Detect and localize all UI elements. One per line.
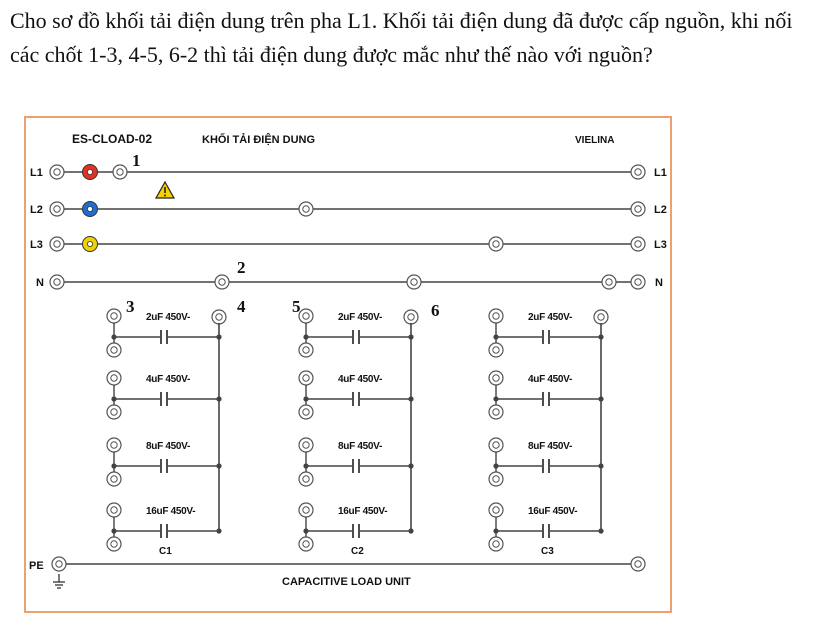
capacitor-banks: 2uF 450V-4uF 450V-8uF 450V-16uF 450V-C12… <box>113 312 602 557</box>
panel-model: ES-CLOAD-02 <box>72 132 152 146</box>
rail-label-L1-left: L1 <box>30 167 43 179</box>
bank-name-c2: C2 <box>351 546 364 557</box>
bank-c2-cap1-lower-terminal[interactable] <box>298 342 314 358</box>
bank-name-c3: C3 <box>541 546 554 557</box>
bank-c1-cap2-lower-terminal[interactable] <box>106 404 122 420</box>
bank-c2-cap3-upper-terminal[interactable] <box>298 437 314 453</box>
rail-label-L2-left: L2 <box>30 204 43 216</box>
rail-label-L1-right: L1 <box>654 167 667 179</box>
bank-c3-top-right-terminal[interactable] <box>593 309 609 325</box>
bank-c2-cap2-upper-terminal[interactable] <box>298 370 314 386</box>
capacitor-rating: 4uF 450V- <box>528 374 572 385</box>
bank-c2-cap4-lower-terminal[interactable] <box>298 536 314 552</box>
rail-label-PE: PE <box>29 560 44 572</box>
rail-N-mid-terminal[interactable] <box>406 274 422 290</box>
rail-label-L3-right: L3 <box>654 239 667 251</box>
rail-L2-right-terminal[interactable] <box>630 201 646 217</box>
rail-label-L2-right: L2 <box>654 204 667 216</box>
panel-footer: CAPACITIVE LOAD UNIT <box>282 576 411 588</box>
pin-2-terminal[interactable] <box>214 274 230 290</box>
panel-brand: VIELINA <box>575 135 614 146</box>
pin-5-terminal[interactable] <box>298 308 314 324</box>
rail-label-L3-left: L3 <box>30 239 43 251</box>
rail-L3-mid-terminal[interactable] <box>488 236 504 252</box>
capacitor-bank-c1: 2uF 450V- 4uF 450V- 8uF 450V- 16uF 450V- C1 <box>113 312 220 557</box>
rail-N-extra-terminal[interactable] <box>601 274 617 290</box>
rail-label-N-right: N <box>655 277 663 289</box>
rail-L3-right-terminal[interactable] <box>630 236 646 252</box>
rail-L3-left-terminal[interactable] <box>49 236 65 252</box>
bank-c3-cap4-upper-terminal[interactable] <box>488 502 504 518</box>
capacitor-rating: 2uF 450V- <box>146 312 190 323</box>
rail-L2-mid-terminal[interactable] <box>298 201 314 217</box>
rail-N-left-terminal[interactable] <box>49 274 65 290</box>
pin-label-3: 3 <box>126 297 135 316</box>
bank-c1-cap4-lower-terminal[interactable] <box>106 536 122 552</box>
bank-c3-cap2-upper-terminal[interactable] <box>488 370 504 386</box>
capacitor-rating: 16uF 450V- <box>528 506 577 517</box>
pin-3-terminal[interactable] <box>106 308 122 324</box>
bank-c3-cap3-lower-terminal[interactable] <box>488 471 504 487</box>
rail-L2-color-terminal[interactable] <box>82 201 98 217</box>
rail-PE-right-terminal[interactable] <box>630 556 646 572</box>
warning-triangle-icon <box>154 180 176 199</box>
capacitive-load-panel: ES-CLOAD-02 KHỐI TẢI ĐIỆN DUNG VIELINA C… <box>24 116 672 613</box>
pin-6-terminal[interactable] <box>403 309 419 325</box>
bank-c1-cap1-lower-terminal[interactable] <box>106 342 122 358</box>
rail-N-right-terminal[interactable] <box>630 274 646 290</box>
capacitor-rating: 4uF 450V- <box>146 374 190 385</box>
pin-label-1: 1 <box>132 151 141 170</box>
capacitor-rating: 8uF 450V- <box>146 441 190 452</box>
bank-c2-cap4-upper-terminal[interactable] <box>298 502 314 518</box>
panel-name: KHỐI TẢI ĐIỆN DUNG <box>202 132 315 146</box>
bank-c1-cap3-lower-terminal[interactable] <box>106 471 122 487</box>
rail-label-N-left: N <box>36 277 44 289</box>
capacitor-bank-c3: 2uF 450V- 4uF 450V- 8uF 450V- 16uF 450V- C3 <box>495 312 602 557</box>
bank-c2-cap3-lower-terminal[interactable] <box>298 471 314 487</box>
question-text: Cho sơ đồ khối tải điện dung trên pha L1… <box>10 8 793 67</box>
rail-L2-left-terminal[interactable] <box>49 201 65 217</box>
capacitor-rating: 8uF 450V- <box>528 441 572 452</box>
pin-1-terminal[interactable] <box>112 164 128 180</box>
bank-c1-cap4-upper-terminal[interactable] <box>106 502 122 518</box>
terminals <box>49 164 646 572</box>
rail-L1-left-terminal[interactable] <box>49 164 65 180</box>
pin-label-2: 2 <box>237 258 246 277</box>
bank-c1-cap2-upper-terminal[interactable] <box>106 370 122 386</box>
rail-L1-color-terminal[interactable] <box>82 164 98 180</box>
bank-c3-cap1-lower-terminal[interactable] <box>488 342 504 358</box>
capacitor-rating: 2uF 450V- <box>338 312 382 323</box>
capacitor-rating: 2uF 450V- <box>528 312 572 323</box>
pin-4-terminal[interactable] <box>211 309 227 325</box>
capacitor-rating: 4uF 450V- <box>338 374 382 385</box>
bank-c1-cap3-upper-terminal[interactable] <box>106 437 122 453</box>
ground-icon <box>53 574 65 589</box>
bank-c3-cap2-lower-terminal[interactable] <box>488 404 504 420</box>
pin-label-6: 6 <box>431 301 440 320</box>
pin-label-4: 4 <box>237 297 246 316</box>
bank-c3-cap4-lower-terminal[interactable] <box>488 536 504 552</box>
rail-PE-left-terminal[interactable] <box>51 556 67 572</box>
bank-name-c1: C1 <box>159 546 172 557</box>
bank-c3-cap1-upper-terminal[interactable] <box>488 308 504 324</box>
capacitor-rating: 16uF 450V- <box>338 506 387 517</box>
capacitor-rating: 16uF 450V- <box>146 506 195 517</box>
capacitor-rating: 8uF 450V- <box>338 441 382 452</box>
circuit-diagram: ES-CLOAD-02 KHỐI TẢI ĐIỆN DUNG VIELINA C… <box>29 132 667 589</box>
pin-label-5: 5 <box>292 297 301 316</box>
rail-L1-right-terminal[interactable] <box>630 164 646 180</box>
bank-c2-cap2-lower-terminal[interactable] <box>298 404 314 420</box>
rail-L3-color-terminal[interactable] <box>82 236 98 252</box>
bank-c3-cap3-upper-terminal[interactable] <box>488 437 504 453</box>
capacitor-bank-c2: 2uF 450V- 4uF 450V- 8uF 450V- 16uF 450V- C2 <box>305 312 412 557</box>
labels: ES-CLOAD-02 KHỐI TẢI ĐIỆN DUNG VIELINA C… <box>29 132 667 588</box>
